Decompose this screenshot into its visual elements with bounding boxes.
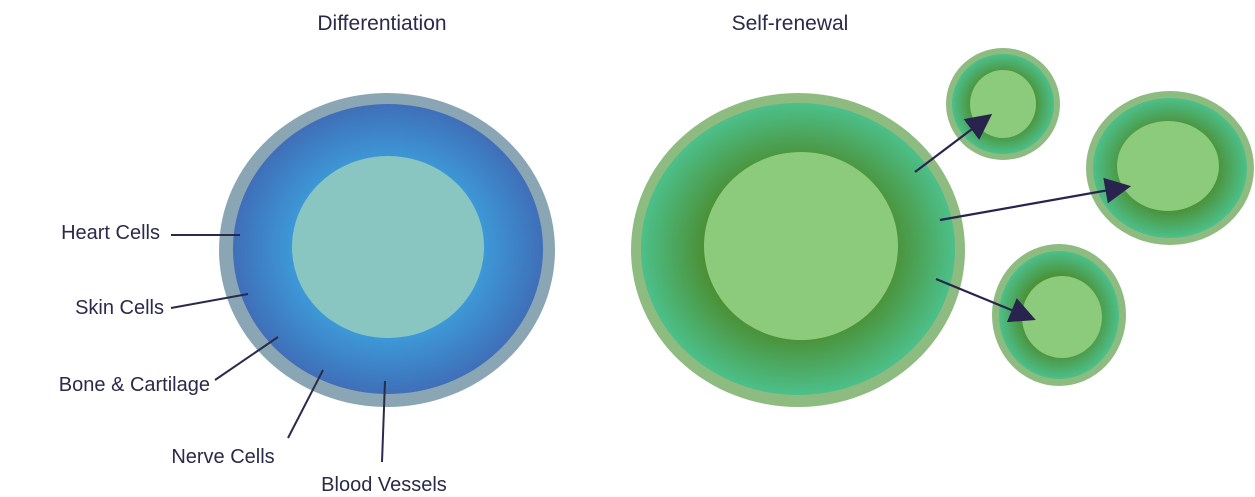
renewal-arrows [914,113,1132,323]
daughter-cell-top [946,48,1060,160]
differentiation-title: Differentiation [317,12,446,35]
arrow-to-bottom-daughter [935,277,1036,323]
differentiating-stem-cell [219,93,555,407]
blood-vessels-label: Blood Vessels [321,474,447,496]
daughter-cell-bottom-nucleus [1022,276,1102,358]
blood-vessels-line [381,380,386,463]
heart-cells-label: Heart Cells [61,222,160,244]
arrow-to-right-daughter [939,177,1132,222]
skin-cells-line [170,293,249,309]
daughter-cell-top-nucleus [970,70,1036,138]
skin-cells-label: Skin Cells [75,297,164,319]
self-renewing-stem-cell [631,93,965,407]
stem-cell-nucleus [292,156,484,338]
daughter-cell-bottom [992,244,1126,386]
daughter-cell-right-nucleus [1117,121,1219,211]
daughter-cell-right [1086,91,1254,245]
renewal-cell-nucleus [704,152,898,340]
bone-cartilage-label: Bone & Cartilage [59,374,210,396]
nerve-cells-line [287,369,324,439]
arrow-to-top-daughter [914,113,993,173]
bone-cartilage-line [214,336,279,381]
differentiation-labels [170,234,386,463]
nerve-cells-label: Nerve Cells [171,446,274,468]
self-renewal-title: Self-renewal [732,12,849,35]
